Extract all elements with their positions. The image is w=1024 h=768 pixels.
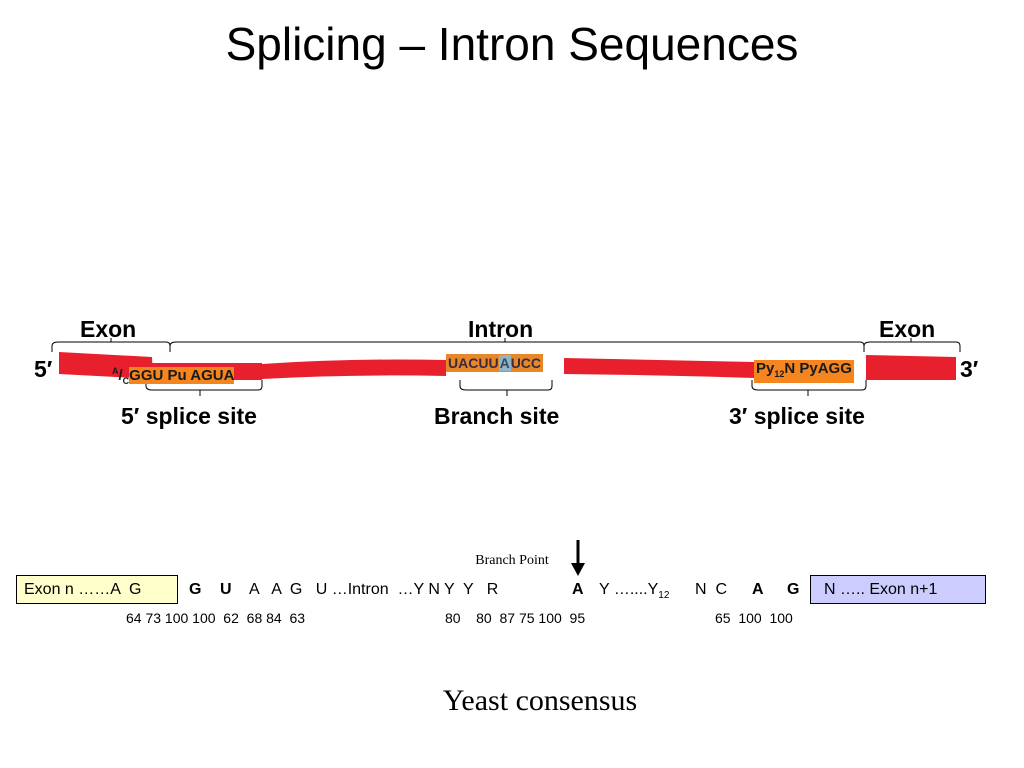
five-splice-motif: A/CGGU Pu AGUA bbox=[112, 366, 235, 386]
seq-g: G bbox=[189, 581, 202, 598]
branch-point-label: Branch Point bbox=[475, 553, 549, 568]
exon-n1-box bbox=[810, 575, 986, 604]
bracket-intron bbox=[169, 341, 865, 352]
bracket-three-splice bbox=[751, 380, 867, 391]
branch-right: UCC bbox=[510, 355, 542, 371]
branch-a: A bbox=[498, 355, 511, 371]
three-prime-end: 3′ bbox=[960, 356, 979, 382]
three-splice-site-label: 3′ splice site bbox=[729, 403, 865, 429]
three-splice-sub: 12 bbox=[774, 369, 785, 379]
seq-nc: N C bbox=[695, 581, 727, 598]
seq-g2: G bbox=[787, 581, 800, 598]
three-splice-rest: N PyAGG bbox=[784, 360, 852, 377]
five-splice-rest: GGU Pu AGUA bbox=[129, 367, 235, 384]
intron-strand-mid bbox=[262, 359, 446, 379]
seq-exon-n1: N ….. Exon n+1 bbox=[824, 581, 938, 598]
bracket-five-splice bbox=[145, 380, 263, 391]
exon-n-box bbox=[16, 575, 178, 604]
seq-y-sub: 12 bbox=[658, 590, 670, 602]
intron-label: Intron bbox=[468, 316, 534, 342]
intron-strand-right bbox=[564, 358, 754, 378]
seq-y-run: Y …....Y12 bbox=[599, 576, 669, 610]
exon-left-label: Exon bbox=[80, 316, 137, 342]
five-prime-end: 5′ bbox=[34, 356, 53, 382]
five-splice-sup: A bbox=[112, 366, 119, 376]
three-splice-motif: Py12N PyAGG bbox=[754, 360, 854, 383]
three-splice-py: Py bbox=[756, 360, 775, 377]
exon-right-strand bbox=[866, 355, 956, 380]
exon-right-label: Exon bbox=[879, 316, 936, 342]
seq-intron-middle: A A G U …Intron …Y N Y Y R bbox=[249, 581, 499, 598]
branch-left: UACUU bbox=[448, 355, 499, 371]
seq-a2: A bbox=[752, 581, 764, 598]
branch-site-label: Branch site bbox=[434, 403, 560, 429]
seq-exon-n: Exon n ……A G bbox=[24, 581, 142, 598]
five-splice-sub: C bbox=[122, 376, 130, 386]
bracket-exon-left bbox=[51, 341, 171, 352]
pct-left: 64 73 100 100 62 68 84 63 bbox=[126, 610, 306, 626]
bracket-exon-right bbox=[863, 341, 961, 352]
branch-point-arrowhead bbox=[571, 563, 585, 576]
caption: Yeast consensus bbox=[442, 684, 638, 717]
seq-branch-a: A bbox=[572, 581, 584, 598]
branch-site-motif: UACUUAUCC bbox=[446, 354, 544, 372]
seq-u: U bbox=[220, 581, 232, 598]
seq-y-run-text: Y …....Y bbox=[599, 581, 659, 598]
pct-right: 65 100 100 bbox=[715, 610, 793, 626]
slide-title: Splicing – Intron Sequences bbox=[225, 18, 799, 70]
pct-middle: 80 80 87 75 100 95 bbox=[445, 610, 586, 626]
five-splice-site-label: 5′ splice site bbox=[121, 403, 257, 429]
bracket-branch bbox=[459, 380, 553, 391]
